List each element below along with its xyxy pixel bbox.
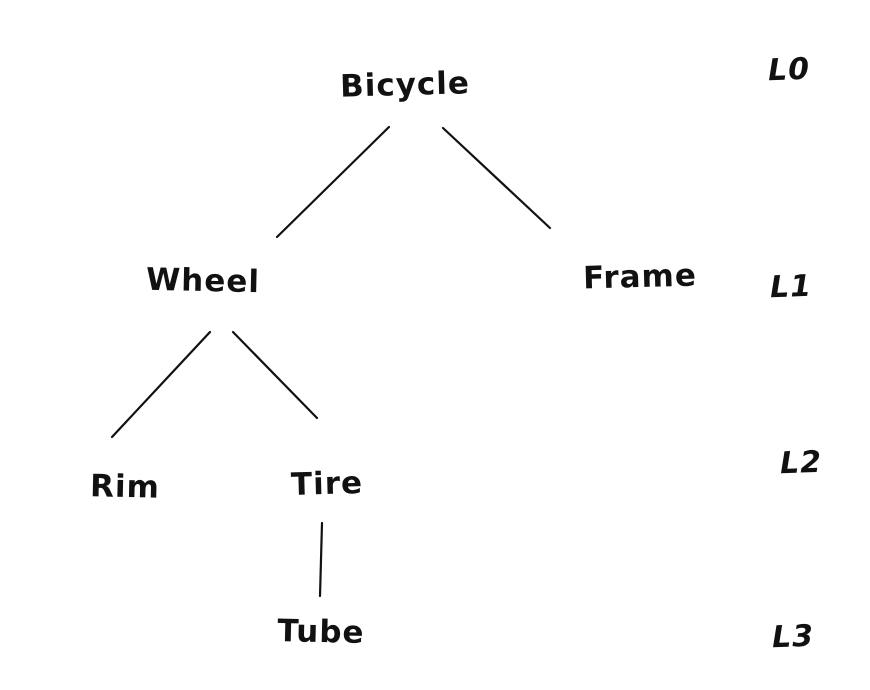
edge-bicycle-frame bbox=[441, 126, 552, 230]
node-bicycle: Bicycle bbox=[339, 65, 471, 105]
level-label-l0: L0 bbox=[767, 51, 811, 89]
node-wheel: Wheel bbox=[145, 261, 261, 301]
edge-wheel-tire bbox=[231, 330, 319, 420]
node-frame: Frame bbox=[582, 257, 698, 297]
node-rim: Rim bbox=[89, 468, 161, 506]
node-tire: Tire bbox=[290, 465, 364, 503]
level-label-l2: L2 bbox=[779, 444, 823, 482]
edge-bicycle-wheel bbox=[275, 125, 391, 239]
edge-tire-tube bbox=[318, 521, 324, 598]
node-tube: Tube bbox=[277, 613, 365, 651]
level-label-l3: L3 bbox=[771, 618, 815, 656]
edge-wheel-rim bbox=[110, 330, 212, 439]
level-label-l1: L1 bbox=[769, 268, 813, 306]
